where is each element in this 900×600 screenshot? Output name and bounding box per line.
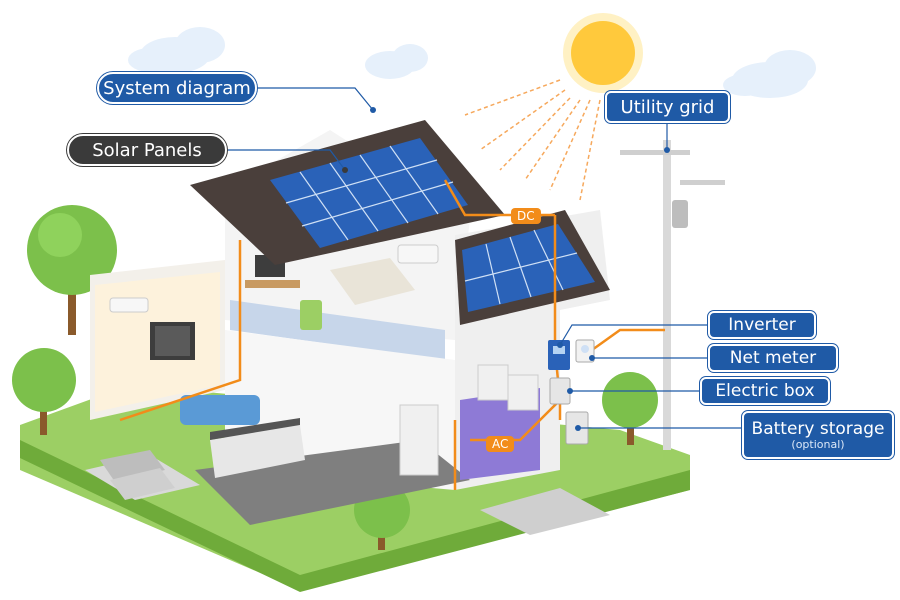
battery-storage-text: Battery storage [751, 419, 885, 439]
electric-box-label: Electric box [700, 377, 830, 405]
solar-panel-icon [455, 210, 610, 325]
utility-grid-label: Utility grid [605, 91, 730, 123]
solar-panels-text: Solar Panels [92, 139, 202, 161]
sun-icon [563, 13, 643, 93]
sun-rays [464, 79, 601, 201]
cloud-icon [723, 50, 816, 98]
battery-storage-note: (optional) [791, 438, 845, 451]
inverter-label: Inverter [708, 311, 816, 339]
solar-panel-icon [190, 120, 505, 265]
leader-dots [342, 107, 670, 431]
leader-lines [225, 87, 742, 429]
net-meter-label: Net meter [708, 344, 838, 372]
dc-tag: DC [511, 208, 541, 224]
inverter-text: Inverter [728, 315, 796, 335]
tree-icon [12, 348, 76, 435]
inverter-box [548, 340, 570, 370]
ac-tag: AC [486, 436, 515, 452]
cloud-icon [128, 27, 225, 73]
battery-storage-label: Battery storage (optional) [742, 411, 894, 459]
cloud-icon [365, 44, 428, 79]
utility-pole-icon [620, 140, 725, 450]
net-meter-text: Net meter [729, 348, 817, 368]
system-diagram-label: System diagram [97, 72, 257, 104]
solar-panels-label: Solar Panels [67, 134, 227, 166]
tree-icon [27, 205, 117, 335]
system-diagram-text: System diagram [103, 77, 251, 99]
electric-box-text: Electric box [715, 381, 815, 401]
utility-grid-text: Utility grid [620, 96, 715, 118]
